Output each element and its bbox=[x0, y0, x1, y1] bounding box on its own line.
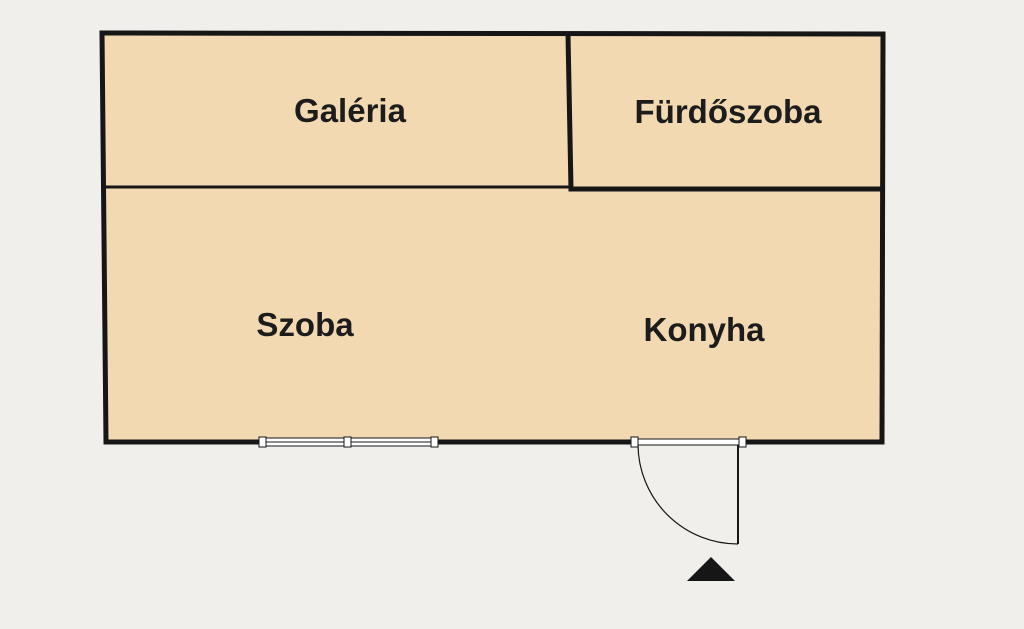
window-icon bbox=[258, 436, 439, 448]
room-konyha: Konyha bbox=[643, 311, 765, 348]
room-label-furdoszoba: Fürdőszoba bbox=[635, 93, 823, 130]
floor-area bbox=[102, 33, 883, 442]
room-galeria: Galéria bbox=[294, 92, 407, 129]
partitions bbox=[102, 32, 884, 192]
wall-right bbox=[879, 31, 886, 445]
wall-left bbox=[99, 30, 109, 445]
room-furdoszoba: Fürdőszoba bbox=[635, 93, 823, 130]
wall-top bbox=[99, 30, 886, 37]
room-label-galeria: Galéria bbox=[294, 92, 407, 129]
walls bbox=[99, 30, 886, 445]
room-szoba: Szoba bbox=[256, 306, 354, 343]
room-label-konyha: Konyha bbox=[643, 311, 765, 348]
entrance-arrow-icon bbox=[687, 557, 735, 581]
door-swing-icon bbox=[630, 436, 747, 545]
partition-bath-left bbox=[565, 32, 574, 192]
room-label-szoba: Szoba bbox=[256, 306, 354, 343]
